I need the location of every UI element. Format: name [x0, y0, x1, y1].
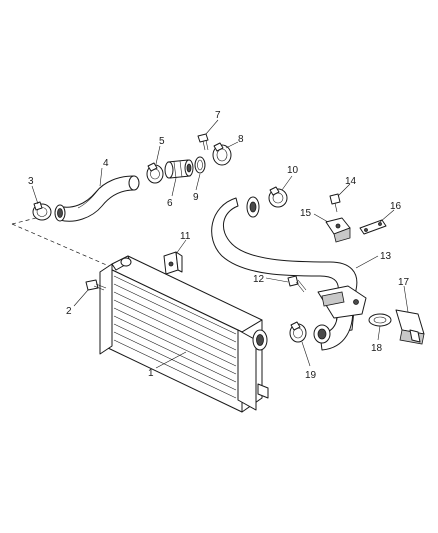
callout-labels: 1 2 3 4 5 6 7 8 9 10 11 12 13 14 15 16 1…	[28, 110, 410, 381]
part-hose-4	[54, 175, 140, 222]
part-bracket-11	[163, 251, 183, 275]
part-bolt-14	[329, 193, 341, 213]
alignment-dashed-line	[11, 215, 119, 271]
callout-18: 18	[371, 343, 383, 354]
part-bracket-16	[359, 219, 387, 235]
callout-14: 14	[345, 176, 357, 187]
callout-1: 1	[148, 368, 154, 379]
part-clamp-19	[289, 321, 307, 343]
callout-16: 16	[390, 201, 402, 212]
callout-6: 6	[167, 198, 173, 209]
callout-8: 8	[238, 134, 244, 145]
part-bolt-12	[287, 275, 307, 293]
callout-7: 7	[215, 110, 221, 121]
callout-17: 17	[398, 277, 410, 288]
part-intercooler	[99, 255, 269, 413]
part-bolt-7	[197, 133, 209, 151]
callout-9: 9	[193, 192, 199, 203]
callout-4: 4	[103, 158, 109, 169]
callout-11: 11	[180, 231, 191, 242]
leader-lines	[31, 119, 409, 369]
part-sensor-15	[325, 217, 351, 243]
part-clamp-3	[32, 201, 52, 221]
callout-10: 10	[287, 165, 299, 176]
part-hose-13	[211, 196, 367, 351]
callout-12: 12	[253, 274, 265, 285]
callout-15: 15	[300, 208, 312, 219]
callout-2: 2	[66, 306, 72, 317]
part-clamp-5	[146, 162, 164, 184]
part-clamp-8	[212, 142, 232, 166]
callout-5: 5	[159, 136, 165, 147]
part-gasket-18	[368, 313, 392, 327]
part-actuator-17	[395, 309, 425, 345]
part-clamp-10	[268, 186, 288, 208]
part-coupler-6	[164, 159, 194, 179]
part-oring-9	[194, 156, 206, 174]
callout-3: 3	[28, 176, 34, 187]
callout-13: 13	[380, 251, 392, 262]
callout-19: 19	[305, 370, 317, 381]
part-bolt-2	[85, 279, 107, 291]
